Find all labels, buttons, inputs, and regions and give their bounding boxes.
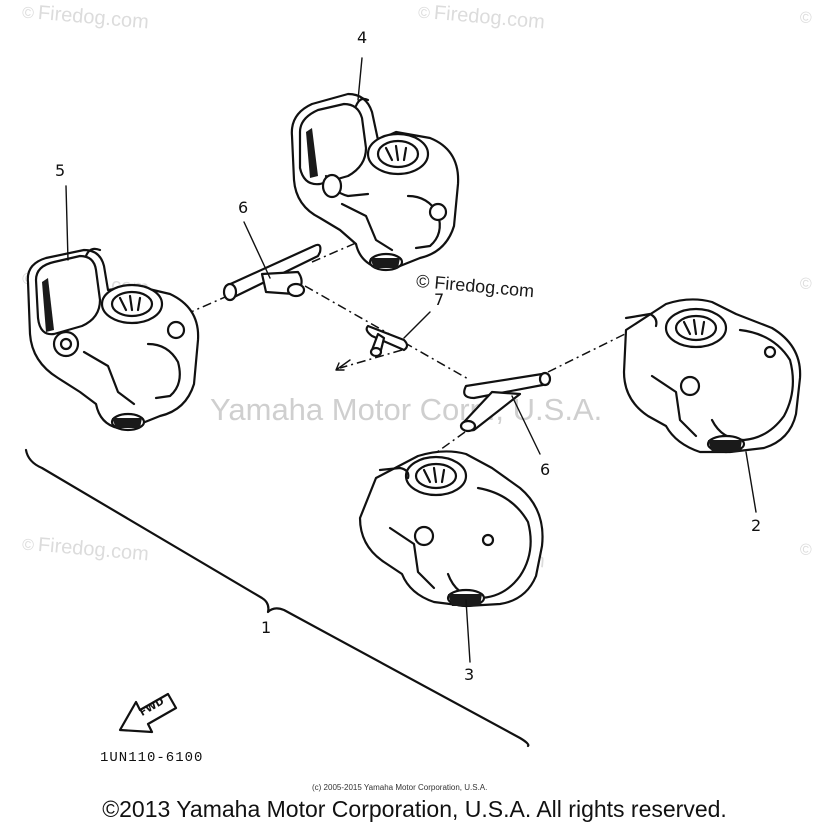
hose-joint-6-upper bbox=[222, 243, 322, 302]
hose-joint-6-lower bbox=[459, 371, 552, 433]
diagram-part-code: 1UN110-6100 bbox=[100, 750, 204, 766]
leader-line-6-upper bbox=[243, 221, 271, 279]
callout-1: 1 bbox=[261, 618, 272, 637]
leader-line-3 bbox=[465, 599, 471, 663]
callout-7: 7 bbox=[434, 290, 445, 309]
centerline bbox=[339, 349, 403, 369]
callout-3: 3 bbox=[464, 665, 475, 684]
carburetor-5 bbox=[26, 247, 200, 432]
carburetor-3 bbox=[358, 450, 544, 608]
leader-line-2 bbox=[745, 451, 757, 513]
carburetor-2 bbox=[622, 298, 802, 454]
callout-6-upper: 6 bbox=[238, 198, 249, 217]
callout-4: 4 bbox=[357, 28, 368, 47]
callout-6-lower: 6 bbox=[540, 460, 551, 479]
callout-5: 5 bbox=[55, 161, 66, 180]
small-copyright: (c) 2005-2015 Yamaha Motor Corporation, … bbox=[312, 783, 488, 792]
flow-arrow bbox=[335, 359, 351, 371]
centerline bbox=[311, 235, 373, 263]
watermark-yamaha: Yamaha Motor Corp., U.S.A. bbox=[210, 392, 603, 427]
leader-line-6-lower bbox=[511, 395, 541, 455]
leader-line-4 bbox=[357, 57, 363, 101]
centerline bbox=[304, 285, 471, 381]
footer-copyright: ©2013 Yamaha Motor Corporation, U.S.A. A… bbox=[102, 796, 727, 822]
forward-arrow-icon bbox=[118, 692, 178, 734]
assembly-bracket bbox=[24, 448, 530, 748]
hose-joint-7 bbox=[335, 324, 409, 371]
leader-line-7 bbox=[403, 311, 431, 339]
centerline bbox=[167, 293, 233, 323]
leader-line-5 bbox=[65, 185, 69, 261]
carburetor-4 bbox=[290, 92, 460, 272]
centerline bbox=[547, 333, 626, 373]
callout-2: 2 bbox=[751, 516, 762, 535]
